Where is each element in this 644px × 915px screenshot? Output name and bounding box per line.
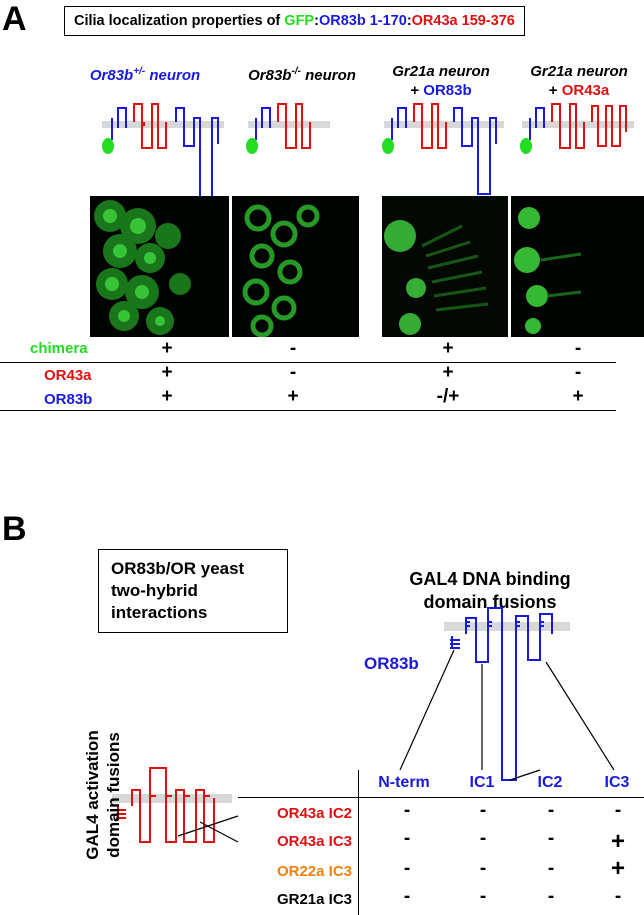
- connector-lines: [399, 649, 615, 781]
- micrograph-gr21a-or83b: [382, 196, 508, 337]
- cell-b-r4-c1: -: [403, 886, 411, 907]
- gal4-dna-binding-label: GAL4 DNA binding domain fusions: [409, 569, 571, 612]
- cell-a-r3-c4: +: [572, 386, 584, 407]
- or43a-connector-lines: [177, 815, 239, 843]
- chimera-receptor-4: [529, 103, 585, 149]
- cell-b-r4-c3: -: [547, 886, 555, 907]
- gal4-activation-label: GAL4 activation domain fusions: [83, 730, 123, 860]
- micrograph-texture: [232, 196, 359, 337]
- yeast-two-hybrid-box: OR83b/OR yeast two-hybrid interactions: [98, 549, 288, 633]
- title-or83b: OR83b 1-170: [318, 13, 407, 29]
- cell-a-r2-c1: +: [161, 362, 173, 383]
- cell-b-r3-c2: -: [479, 858, 487, 879]
- cell-a-r2-c2: -: [289, 362, 297, 383]
- cell-a-r2-c3: +: [442, 362, 454, 383]
- micrograph-texture: [382, 196, 508, 337]
- gfp-tag: [102, 138, 114, 154]
- row-label-or43a: OR43a: [44, 367, 92, 384]
- topology-diagrams-a: [102, 103, 634, 201]
- micrograph-or83b-het: [90, 196, 229, 337]
- table-a-divider-2: [0, 410, 616, 411]
- membrane-bar: [384, 121, 504, 128]
- panel-a-title: Cilia localization properties of GFP:OR8…: [64, 6, 525, 36]
- membrane-bar: [102, 121, 224, 128]
- cell-b-r1-c4: -: [614, 800, 622, 821]
- or83b-receptor-b: [450, 607, 553, 781]
- gfp-tag: [520, 138, 532, 154]
- panel-a-letter: A: [2, 0, 27, 38]
- title-sep2: :: [406, 13, 412, 29]
- row-label-or43a-ic2: OR43a IC2: [276, 805, 352, 822]
- cell-a-r3-c2: +: [287, 386, 299, 407]
- cell-b-r2-c4: +: [610, 828, 625, 855]
- or43a-receptor-b: [116, 767, 215, 843]
- gfp-tag: [246, 138, 258, 154]
- cell-b-r1-c2: -: [479, 800, 487, 821]
- cell-a-r1-c2: -: [289, 338, 297, 359]
- row-label-gr21a-ic3: GR21a IC3: [276, 891, 352, 908]
- micrograph-gr21a-or43a: [511, 196, 644, 337]
- or83b-receptor-1: [175, 107, 219, 201]
- micrograph-texture: [511, 196, 644, 337]
- row-label-chimera: chimera: [30, 340, 88, 357]
- title-gfp: GFP: [284, 13, 315, 29]
- chimera-receptor-2: [255, 103, 311, 149]
- or83b-receptor-3: [453, 107, 497, 195]
- chimera-receptor-3: [391, 103, 447, 149]
- neuron-label-or83b-null: Or83b-/- neuron: [248, 66, 356, 84]
- table-b-header-divider: [238, 797, 644, 798]
- cell-b-r1-c3: -: [547, 800, 555, 821]
- cell-b-r2-c1: -: [403, 828, 411, 849]
- chimera-receptor-1: [111, 103, 167, 149]
- cell-a-r2-c4: -: [574, 362, 582, 383]
- gfp-tag: [382, 138, 394, 154]
- col-header-ic3: IC3: [604, 774, 630, 791]
- membrane-bar: [522, 121, 634, 128]
- micrograph-texture: [90, 196, 229, 337]
- cell-b-r4-c2: -: [479, 886, 487, 907]
- cell-a-r1-c1: +: [161, 338, 173, 359]
- cell-b-r3-c1: -: [403, 858, 411, 879]
- row-label-or43a-ic3: OR43a IC3: [276, 833, 352, 850]
- neuron-label-gr21a-or83b: Gr21a neuron + OR83b: [392, 63, 490, 99]
- title-prefix: Cilia localization properties of: [74, 13, 285, 29]
- cell-a-r3-c1: +: [161, 386, 173, 407]
- or43a-receptor-4: [591, 105, 627, 147]
- cell-b-r1-c1: -: [403, 800, 411, 821]
- membrane-bar: [112, 794, 232, 803]
- table-a-divider-1: [0, 362, 616, 363]
- col-header-ic2: IC2: [537, 774, 563, 791]
- cell-b-r2-c3: -: [547, 828, 555, 849]
- cell-b-r3-c3: -: [547, 858, 555, 879]
- cell-a-r3-c3: -/+: [436, 386, 460, 407]
- or83b-label-b: OR83b: [364, 654, 419, 673]
- cell-a-r1-c4: -: [574, 338, 582, 359]
- cell-b-r2-c2: -: [479, 828, 487, 849]
- col-header-nterm: N-term: [378, 774, 430, 791]
- cell-b-r4-c4: -: [614, 886, 622, 907]
- col-header-ic1: IC1: [469, 774, 495, 791]
- neuron-label-gr21a-or43a: Gr21a neuron + OR43a: [530, 63, 628, 99]
- membrane-bar: [444, 622, 570, 631]
- panel-b-letter: B: [2, 510, 27, 548]
- membrane-bar: [248, 121, 330, 128]
- title-sep1: :: [314, 13, 319, 29]
- neuron-label-or83b-het: Or83b+/- neuron: [89, 66, 201, 84]
- row-label-or22a-ic3: OR22a IC3: [276, 863, 352, 880]
- table-b-vertical-divider: [358, 770, 359, 915]
- cell-a-r1-c3: +: [442, 338, 454, 359]
- row-label-or83b: OR83b: [44, 391, 93, 408]
- micrograph-or83b-null: [232, 196, 359, 337]
- cell-b-r3-c4: +: [610, 855, 625, 882]
- title-or43a: OR43a 159-376: [411, 13, 515, 29]
